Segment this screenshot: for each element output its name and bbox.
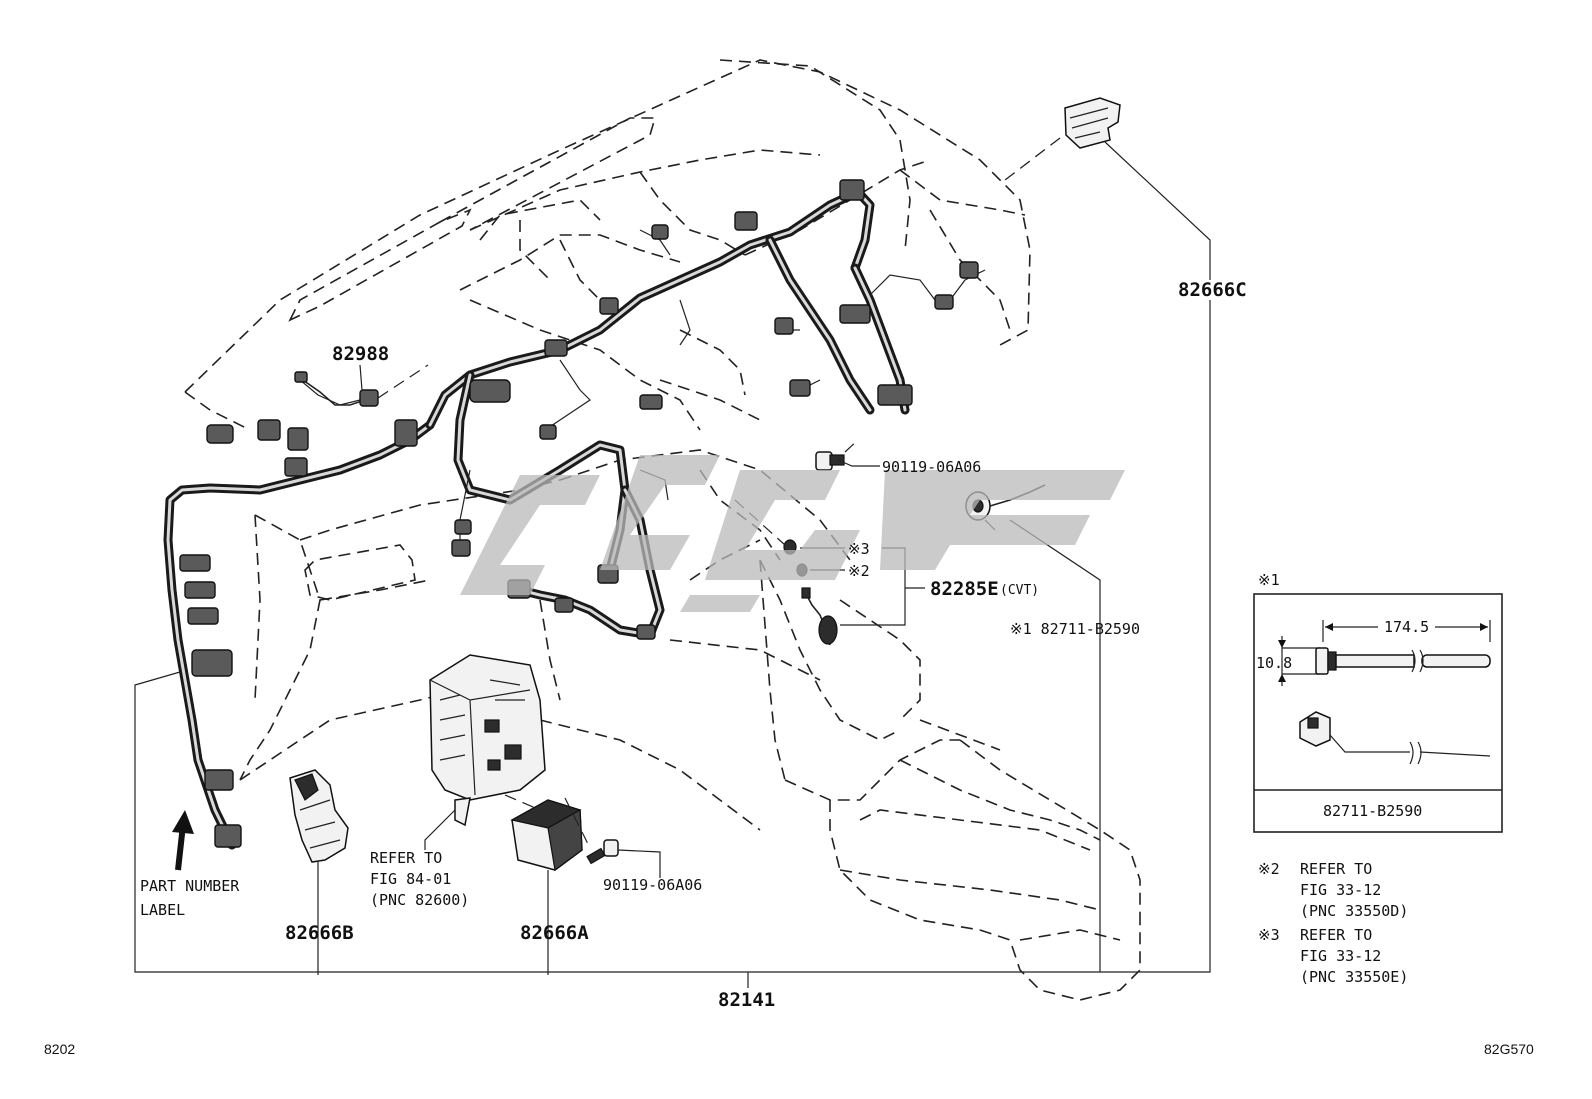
inset-clamp-detail: ※1 174.5 10.8 82711-B2590 [1253,571,1503,833]
inset-dim-height: 10.8 [1256,654,1292,672]
junction-block [424,654,546,850]
label-90119-top: 90119-06A06 [882,458,981,476]
connector [454,519,472,535]
connector [554,597,574,613]
note-3-line-1: REFER TO [1300,926,1372,944]
watermark-logo [460,455,1125,612]
label-90119-bottom: 90119-06A06 [603,876,702,894]
label-82666A: 82666A [520,922,589,944]
connector [636,624,656,640]
connector [789,379,811,397]
label-82285E: 82285E [930,578,999,600]
label-82666C: 82666C [1178,279,1247,301]
connector [287,427,309,451]
connector [839,179,865,201]
inset-part-number: 82711-B2590 [1323,802,1422,820]
connector [184,581,216,599]
note-2-line-2: FIG 33-12 [1300,881,1381,899]
note-3-mark: ※3 [1258,926,1280,944]
connector [204,769,234,791]
connector [284,457,308,477]
figure-code-right: 82G570 [1484,1041,1534,1057]
connector [544,339,568,357]
connector [187,607,219,625]
label-82666B: 82666B [285,922,354,944]
connector [257,419,281,441]
connector [214,824,242,848]
connector [451,539,471,557]
connector [599,297,619,315]
connector [394,419,418,447]
part-82666C-bracket [1004,97,1211,280]
connector [877,384,913,406]
connector [839,304,871,324]
inset-mark: ※1 [1258,571,1280,589]
label-82141: 82141 [718,989,775,1011]
figure-code-left: 8202 [44,1041,75,1057]
note-3-line-2: FIG 33-12 [1300,947,1381,965]
connector [651,224,669,240]
part-82666A-block [504,794,583,975]
inset-frame [1253,593,1503,833]
connector [774,317,794,335]
clamp-82711-B2590 [965,484,1101,970]
note-2-line-3: (PNC 33550D) [1300,902,1408,920]
bolt-90119-top [815,439,880,471]
part-number-label-arrow [172,810,194,871]
connector [469,379,511,403]
connector [179,554,211,572]
label-part-number-1: PART NUMBER [140,877,240,895]
assembly-bracket-82141 [134,300,1211,988]
connector [639,394,663,410]
label-part-number-2: LABEL [140,901,185,919]
note-2-line-1: REFER TO [1300,860,1372,878]
connector [934,294,954,310]
note-3-line-3: (PNC 33550E) [1300,968,1408,986]
connector [191,649,233,677]
connector [539,424,557,440]
connector [206,424,234,444]
label-82285E-note: (CVT) [1000,583,1039,598]
part-82666B-bracket [289,769,349,975]
bolt-90119-bottom [564,797,661,878]
marker-3: ※3 [848,540,870,558]
marker-2: ※2 [848,562,870,580]
part-82988-pigtail [294,364,429,407]
connector [734,211,758,231]
note-2-mark: ※2 [1258,860,1280,878]
label-82711-ref: ※1 82711-B2590 [1010,620,1140,638]
connector [959,261,979,279]
refer-fig-line-3: (PNC 82600) [370,891,469,909]
reference-notes: ※2 REFER TO FIG 33-12 (PNC 33550D) ※3 RE… [1258,860,1408,986]
refer-fig-line-2: FIG 84-01 [370,870,451,888]
label-82988: 82988 [332,343,389,365]
refer-fig-line-1: REFER TO [370,849,442,867]
inset-dim-length: 174.5 [1384,618,1429,636]
